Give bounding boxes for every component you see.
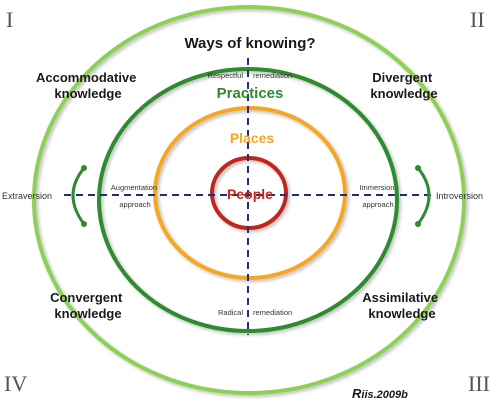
axis-bottom-right-label: remediation — [253, 308, 292, 317]
places-ring — [153, 106, 347, 280]
axis-right-label: Immersion approach — [359, 183, 396, 209]
people-label: People — [227, 186, 273, 202]
numeral-bottom-right: III — [468, 371, 490, 396]
places-label: Places — [230, 130, 275, 146]
left-brace-dot-bottom — [81, 221, 87, 227]
axis-left-label: Augmentation approach — [111, 183, 159, 209]
right-brace-dot-top — [415, 165, 421, 171]
credit-prefix: R — [352, 386, 362, 401]
quadrant-bottom-left-label: Convergent knowledge — [50, 290, 126, 321]
numeral-top-left: I — [6, 7, 13, 32]
introversion-label: Introversion — [436, 191, 483, 201]
quadrant-bottom-right-label: Assimilative knowledge — [362, 290, 442, 321]
numeral-bottom-left: IV — [4, 371, 27, 396]
diagram-title: Ways of knowing? — [184, 35, 315, 52]
right-brace-dot-bottom — [415, 221, 421, 227]
extraversion-label: Extraversion — [2, 191, 52, 201]
axis-bottom-left-label: Radical — [218, 308, 243, 317]
credit-label: Riis.2009b — [352, 386, 408, 401]
right-brace — [416, 167, 431, 225]
axis-top-left-label: Respectful — [208, 71, 244, 80]
outer-ring — [32, 5, 466, 395]
numeral-top-right: II — [470, 7, 485, 32]
left-brace — [71, 167, 86, 225]
quadrant-top-left-label: Accommodative knowledge — [36, 70, 140, 101]
left-brace-dot-top — [81, 165, 87, 171]
credit-rest: iis.2009b — [361, 389, 408, 401]
practices-ring — [97, 67, 399, 333]
quadrant-top-right-label: Divergent knowledge — [370, 70, 437, 101]
practices-label: Practices — [217, 85, 284, 102]
axis-top-right-label: remediation — [253, 71, 292, 80]
